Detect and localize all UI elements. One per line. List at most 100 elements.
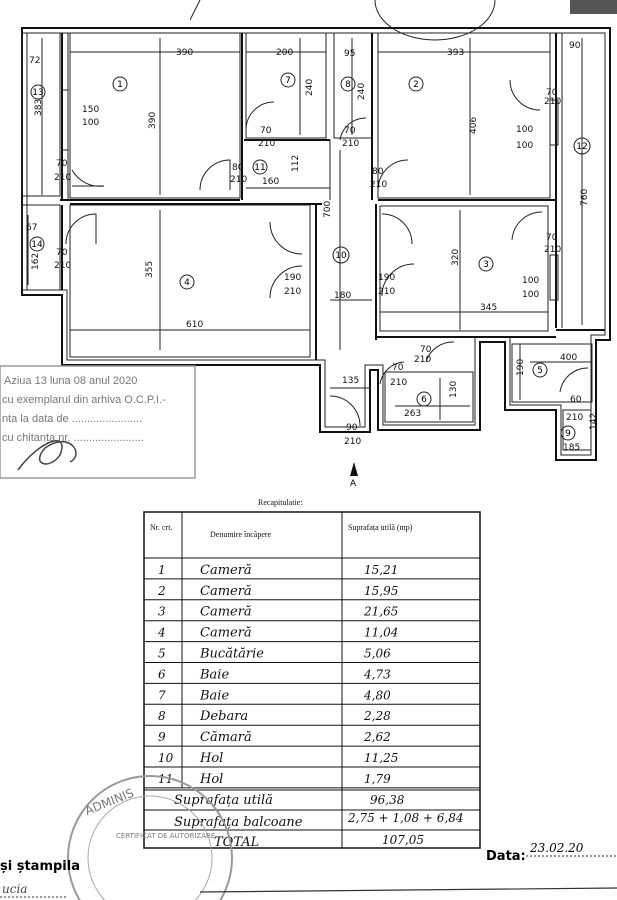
signature-text: ucia <box>2 882 27 896</box>
dim-hall-door2: 210 <box>370 180 387 190</box>
dim-r4-width: 610 <box>186 320 203 330</box>
recap-row-name: Cameră <box>200 626 252 641</box>
recap-row-name: Baie <box>199 688 229 703</box>
room-number-3: 3 <box>483 260 489 270</box>
dim-r11-height: 112 <box>291 155 301 172</box>
date-value: 23.02.20 <box>529 841 584 855</box>
dim-r2-door: 70 <box>546 88 558 98</box>
recap-row-name: Baie <box>199 667 229 682</box>
recap-row-area: 5,06 <box>364 647 391 661</box>
stamp-signature <box>17 440 77 471</box>
dim-r2-width: 393 <box>447 48 464 58</box>
floor-plan <box>21 27 611 461</box>
recap-row-nr: 8 <box>158 709 166 723</box>
room-number-8: 8 <box>345 80 351 90</box>
dimension-lines <box>27 38 592 420</box>
dim-r3-height: 320 <box>451 249 461 266</box>
room-11-marker <box>252 159 268 175</box>
dim-r14-width: 67 <box>26 223 37 233</box>
ocpi-stamp: Aziua 13 luna 08 anul 2020 cu exemplarul… <box>0 365 196 479</box>
total-label: TOTAL <box>214 835 259 850</box>
room-number-14: 14 <box>31 240 43 250</box>
dim-r3-window: 100 <box>522 276 539 286</box>
bottom-rule <box>199 887 617 893</box>
seal-top-text: ADMINIS <box>83 786 136 818</box>
recap-row-area: 1,79 <box>364 772 391 786</box>
total-value: 107,05 <box>382 833 424 847</box>
dim-r7-width: 200 <box>276 48 293 58</box>
dim-r1-height: 390 <box>148 112 158 129</box>
dim-r8-height: 240 <box>357 83 367 100</box>
room-14-marker <box>29 236 45 252</box>
recap-row-nr: 11 <box>158 772 173 786</box>
dim-r5-height: 190 <box>516 359 526 376</box>
recap-row-nr: 5 <box>158 647 166 661</box>
dim-r12-height: 760 <box>580 189 590 206</box>
room-12-marker <box>573 137 591 155</box>
recap-row-area: 15,95 <box>364 584 398 598</box>
balcony-value: 2,75 + 1,08 + 6,84 <box>347 811 464 825</box>
room-9-marker <box>560 425 576 441</box>
recap-row-nr: 1 <box>158 563 166 577</box>
dim-r3-door4: 210 <box>544 245 561 255</box>
dim-r14-door: 70 <box>56 248 68 258</box>
dim-r2-window2: 100 <box>516 141 533 151</box>
recap-header-area: Suprafața utilă (mp) <box>348 523 413 532</box>
dim-r3-door: 190 <box>378 273 395 283</box>
dim-hall-door: 80 <box>372 167 384 177</box>
dim-r3-door3: 70 <box>546 233 558 243</box>
dim-r13-width: 72 <box>29 56 40 66</box>
recap-row-name: Cameră <box>200 605 252 620</box>
dim-entry-door2: 210 <box>344 437 361 447</box>
dim-r3-width: 345 <box>480 303 497 313</box>
recap-header-name: Denumire încăpere <box>210 530 272 539</box>
recap-title: Recapitulatie: <box>258 498 302 507</box>
dim-r1-width: 390 <box>176 48 193 58</box>
recap-row-name: Bucătărie <box>199 647 264 662</box>
recap-row-area: 11,04 <box>364 626 398 640</box>
total-util-label: Suprafața utilă <box>174 793 273 808</box>
dim-top-90: 90 <box>569 41 581 51</box>
dim-r6-height: 130 <box>449 381 459 398</box>
room-markers <box>29 72 591 441</box>
room-number-7: 7 <box>285 76 291 86</box>
room-numbers: 1 2 3 4 5 6 7 8 9 10 11 12 13 14 <box>31 76 587 439</box>
room-number-5: 5 <box>537 366 543 376</box>
recap-row-nr: 3 <box>158 605 166 619</box>
dim-r7-height: 240 <box>305 79 315 96</box>
dim-r4-door: 190 <box>284 273 301 283</box>
dim-r6-door2: 210 <box>414 355 431 365</box>
room-4-marker <box>179 274 195 290</box>
dim-r11-width: 160 <box>262 177 279 187</box>
dim-r2-window: 100 <box>516 125 533 135</box>
dim-r11-door2: 210 <box>230 175 247 185</box>
recap-header-nr: Nr. crt. <box>150 523 172 532</box>
dim-r10-height: 700 <box>323 201 333 218</box>
dim-r4-door2: 210 <box>284 287 301 297</box>
room-number-11: 11 <box>254 163 265 173</box>
dim-entry-door: 90 <box>346 423 358 433</box>
dim-r3-window2: 100 <box>522 290 539 300</box>
balcony-label: Suprafața balcoane <box>174 815 303 830</box>
dimension-labels: 390 200 95 393 90 72 383 390 150 100 70 … <box>26 41 599 453</box>
recap-row-area: 2,62 <box>363 730 391 744</box>
dim-r1-window: 150 <box>82 105 99 115</box>
north-arrow: A <box>350 462 358 489</box>
recap-row-nr: 2 <box>157 584 166 598</box>
recap-row-area: 15,21 <box>364 563 398 577</box>
dim-r1-window2: 100 <box>82 118 99 128</box>
dim-r14-height: 162 <box>31 253 41 270</box>
room-number-4: 4 <box>184 278 190 288</box>
recap-row-nr: 9 <box>158 730 166 744</box>
room-3-marker <box>478 256 494 272</box>
dim-r14-door2: 210 <box>54 261 71 271</box>
top-seal-fragment <box>374 0 496 41</box>
dim-r9-door: 60 <box>570 395 582 405</box>
recap-row-area: 2,28 <box>363 709 391 723</box>
dim-r5-door2: 210 <box>390 378 407 388</box>
stamp-line-2: cu exemplarul din arhiva O.C.P.I.- <box>2 394 166 406</box>
scan-corner-shadow <box>570 0 617 14</box>
recap-row-area: 4,80 <box>363 688 391 702</box>
dim-r4-height: 355 <box>145 261 155 278</box>
